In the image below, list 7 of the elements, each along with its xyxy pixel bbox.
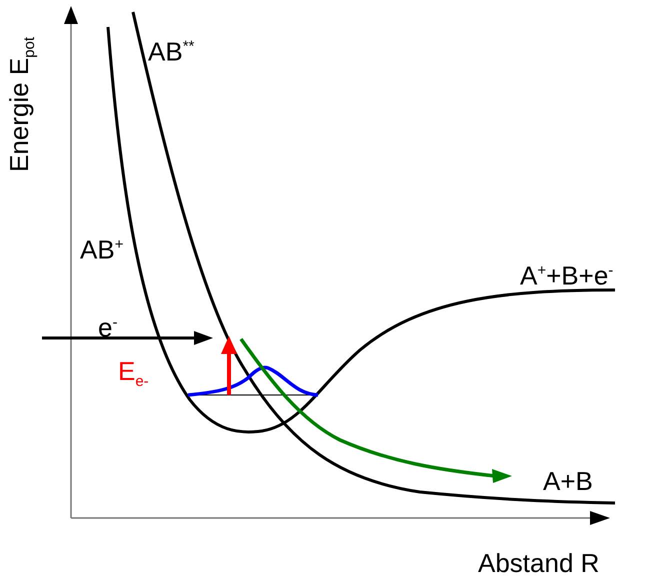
axis-label: Abstand R xyxy=(478,548,600,578)
curve-label: A$^{+}$+B+e$^{-}$ xyxy=(520,260,614,291)
energy-label: E$_{e-}$ xyxy=(118,356,149,392)
curve-label: A+B xyxy=(543,466,593,496)
electron-label: e$^{-}$ xyxy=(98,312,118,343)
curve-label: AB$^{+}$ xyxy=(80,234,124,265)
curve-label: AB$^{**}$ xyxy=(148,36,194,67)
